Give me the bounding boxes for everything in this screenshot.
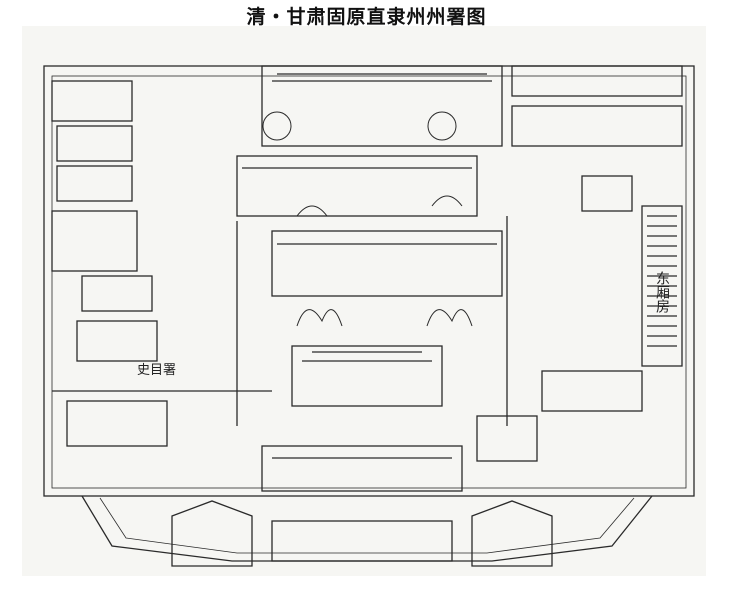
map-label-vertical: 东厢房	[654, 271, 670, 313]
front-gates	[171, 500, 553, 567]
map-linework	[43, 65, 695, 567]
left-buildings	[51, 80, 272, 447]
outer-wall	[43, 65, 695, 497]
central-halls	[236, 65, 508, 492]
trees	[262, 111, 473, 327]
gate-enclosure	[81, 495, 653, 562]
woodcut-map: 东厢房 史目署	[22, 26, 706, 576]
page-title: 清・甘肃固原直隶州州署图	[246, 6, 487, 28]
right-buildings	[476, 65, 683, 462]
map-label-left-hall: 史目署	[137, 363, 176, 378]
